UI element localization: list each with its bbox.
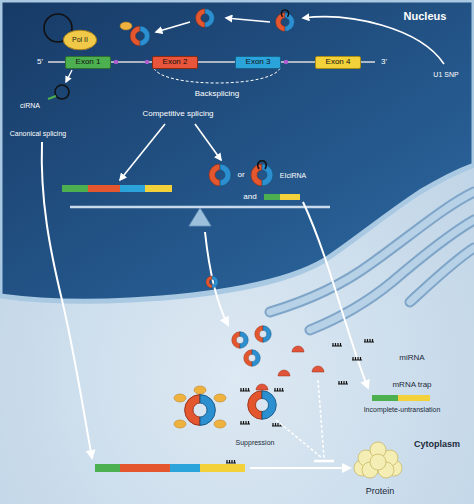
process-label: mRNA trap xyxy=(392,381,431,390)
mrna-segment xyxy=(398,395,430,401)
mrna-segment xyxy=(145,185,172,192)
rna-label: ciRNA xyxy=(20,102,40,110)
translation-arrow xyxy=(250,467,350,469)
cirna-lariat xyxy=(55,85,69,99)
rbp-blob xyxy=(120,22,132,30)
compartment-label: Nucleus xyxy=(404,10,447,22)
suppression-line xyxy=(276,420,322,458)
suppression-line xyxy=(318,380,324,458)
mrna-segment xyxy=(264,194,280,200)
rbp-blob xyxy=(194,386,206,394)
circrna xyxy=(206,276,218,288)
canonical-arrow xyxy=(42,142,92,458)
factor-label: U1 SNP xyxy=(433,71,458,79)
node-text: Exon 3 xyxy=(246,58,271,67)
cirna-tail xyxy=(48,96,56,99)
flow-arrow xyxy=(120,124,165,180)
backsplice-arc xyxy=(154,68,280,83)
mrna-segment xyxy=(170,464,200,472)
circrna xyxy=(196,9,215,28)
mirna-symbol xyxy=(240,388,250,391)
trap-arrow xyxy=(303,202,368,388)
circrna xyxy=(232,332,249,349)
er-lumen xyxy=(410,248,474,302)
mrna-segment xyxy=(280,194,300,200)
mrna-segment xyxy=(120,185,145,192)
rna-label: miRNA xyxy=(399,354,424,363)
balance-pivot xyxy=(189,208,211,226)
nucleus-body xyxy=(0,0,474,301)
flow-arrow xyxy=(66,70,72,82)
node-text: Pol II xyxy=(72,36,88,44)
mirna-symbol xyxy=(364,339,374,342)
rbp-blob xyxy=(214,394,226,402)
mirna-symbol xyxy=(226,460,236,463)
inhibition-bar xyxy=(314,460,334,463)
product-label: Protein xyxy=(366,487,395,497)
rna-label: EIciRNA xyxy=(280,172,306,180)
exon-box: Exon 1 xyxy=(65,56,111,69)
exon-box: Exon 3 xyxy=(235,56,281,69)
rbp-blob xyxy=(174,394,186,402)
mrna-segment xyxy=(95,464,120,472)
circrna-sponge xyxy=(185,395,216,426)
flow-arrow xyxy=(195,124,221,160)
splice-site xyxy=(145,60,149,64)
mirna-symbol xyxy=(332,343,342,346)
conjunction-label: and xyxy=(243,193,256,202)
mirna-symbol xyxy=(240,421,250,424)
process-label: Incomplete-untranslation xyxy=(364,406,441,414)
node-text: Exon 4 xyxy=(326,58,351,67)
mirna-symbol xyxy=(274,388,284,391)
protein-sphere xyxy=(370,454,386,470)
conjunction-label: or xyxy=(237,171,244,180)
process-label: Competitive splicing xyxy=(142,110,213,119)
protein-cluster xyxy=(354,442,402,478)
splice-site xyxy=(284,60,288,64)
circrna xyxy=(130,26,150,46)
flow-arrow xyxy=(156,22,190,32)
exon-box: Exon 4 xyxy=(315,56,361,69)
mirna-symbol xyxy=(352,357,362,360)
ago-protein xyxy=(278,370,290,376)
process-label: Canonical splicing xyxy=(10,130,66,138)
ago-protein xyxy=(312,366,324,372)
mrna-segment xyxy=(88,185,120,192)
mrna-segment xyxy=(62,185,88,192)
compartment-label: Cytoplasm xyxy=(414,440,460,450)
process-label: Suppression xyxy=(236,439,275,447)
polymerase-blob: Pol II xyxy=(63,30,97,50)
node-text: Exon 1 xyxy=(76,58,101,67)
circrna xyxy=(209,164,231,186)
eicirna xyxy=(251,161,273,186)
strand-end-label: 5' xyxy=(37,58,43,67)
flow-arrow xyxy=(226,18,270,22)
strand-end-label: 3' xyxy=(381,58,387,67)
circrna-sponge xyxy=(248,391,277,420)
splice-site xyxy=(114,60,118,64)
er-membrane xyxy=(410,248,474,302)
rbp-blob xyxy=(174,420,186,428)
mrna-segment xyxy=(120,464,170,472)
mirna-symbol xyxy=(338,381,348,384)
rbp-blob xyxy=(214,420,226,428)
mrna-segment xyxy=(372,395,398,401)
exon-box: Exon 2 xyxy=(152,56,198,69)
ago-protein xyxy=(256,384,268,390)
process-label: Backsplicing xyxy=(195,90,239,99)
export-arrow xyxy=(205,232,228,325)
circrna xyxy=(255,326,272,343)
ago-protein xyxy=(292,346,304,352)
circrna xyxy=(244,350,261,367)
circrna-lariat xyxy=(276,10,295,31)
blob-shape xyxy=(63,30,96,50)
node-text: Exon 2 xyxy=(163,58,188,67)
mrna-segment xyxy=(200,464,245,472)
